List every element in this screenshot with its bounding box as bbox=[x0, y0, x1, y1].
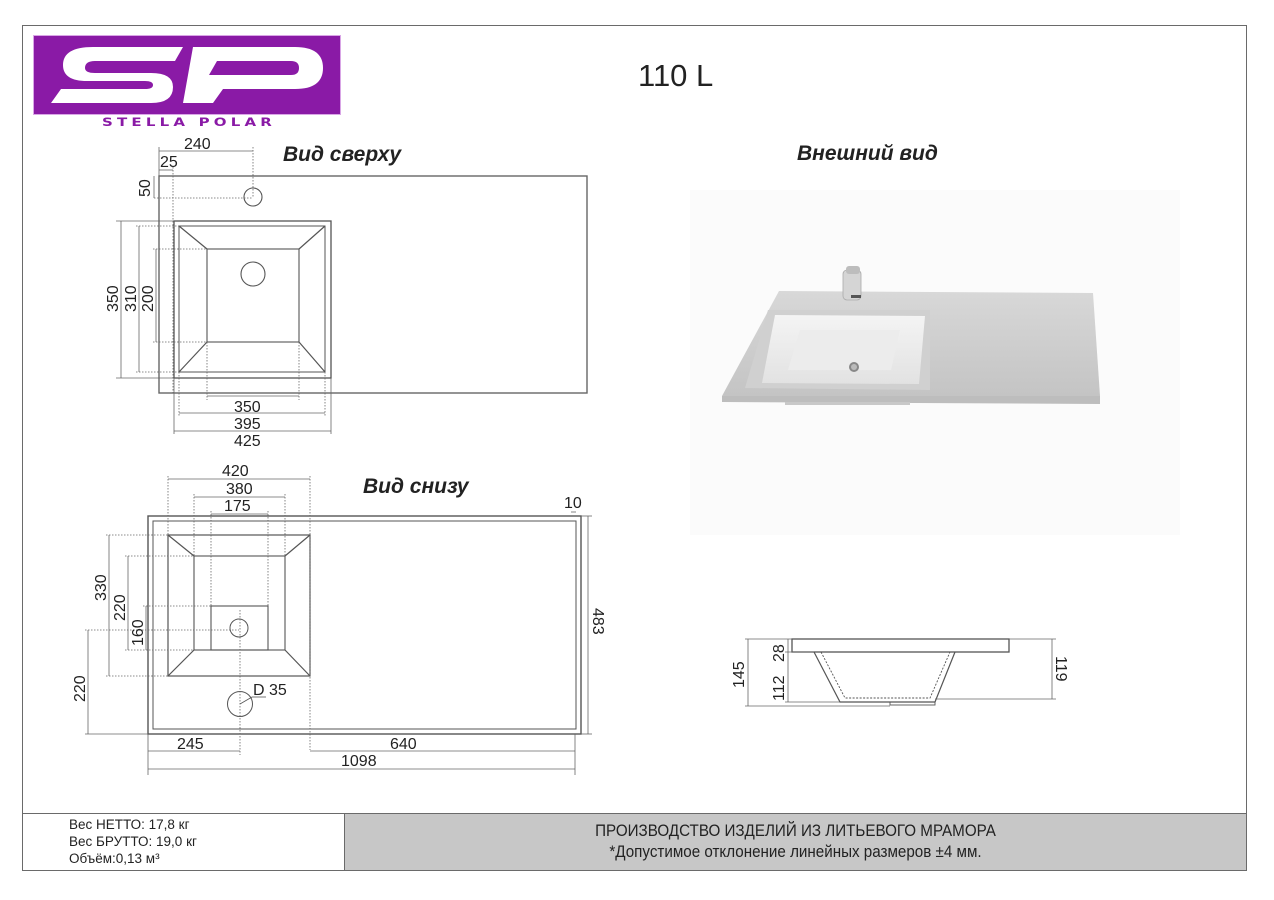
banner-headline: ПРОИЗВОДСТВО ИЗДЕЛИЙ ИЗ ЛИТЬЕВОГО МРАМОР… bbox=[595, 822, 996, 840]
dim-hole-diameter: D 35 bbox=[253, 682, 287, 699]
dim-outer-width: 425 bbox=[234, 433, 261, 450]
stella-polar-logo: STELLA POLAR bbox=[33, 35, 341, 132]
dim-top-thickness: 28 bbox=[771, 644, 788, 662]
sink-photo bbox=[690, 190, 1180, 535]
dim-edge-offset: 25 bbox=[160, 154, 178, 171]
dim-total-depth: 483 bbox=[589, 608, 606, 635]
dim-bowl-height: 112 bbox=[771, 675, 788, 701]
dim-outer-width: 420 bbox=[222, 463, 249, 480]
dim-bottom-depth: 200 bbox=[140, 285, 157, 312]
sp-logo-icon bbox=[51, 47, 323, 103]
dim-inner-depth: 220 bbox=[112, 594, 129, 621]
top-view-title: Вид сверху bbox=[283, 143, 401, 166]
bottom-view-title: Вид снизу bbox=[363, 475, 469, 498]
dim-edge: 10 bbox=[564, 495, 582, 512]
dim-tap-hole-x: 240 bbox=[184, 136, 211, 153]
spec-gross-weight: Вес БРУТТО: 19,0 кг bbox=[69, 834, 197, 849]
dim-outer-depth: 350 bbox=[105, 285, 122, 312]
dim-total-length: 1098 bbox=[341, 753, 377, 770]
spec-volume: Объём:0,13 м³ bbox=[69, 851, 160, 866]
dim-drain-box-width: 175 bbox=[224, 498, 251, 515]
exterior-view-title: Внешний вид bbox=[797, 142, 938, 165]
dim-bowl-width: 395 bbox=[234, 416, 261, 433]
dim-tap-hole-y: 50 bbox=[137, 179, 154, 197]
dim-hole-x: 245 bbox=[177, 736, 204, 753]
banner-note: *Допустимое отклонение линейных размеров… bbox=[609, 843, 982, 861]
manufacturer-banner: ПРОИЗВОДСТВО ИЗДЕЛИЙ ИЗ ЛИТЬЕВОГО МРАМОР… bbox=[345, 813, 1246, 870]
brand-name: STELLA POLAR bbox=[101, 115, 277, 130]
dim-inner-height: 119 bbox=[1052, 656, 1069, 682]
dim-outer-depth: 330 bbox=[93, 574, 110, 601]
model-number: 110 L bbox=[638, 58, 714, 93]
dim-hole-y: 220 bbox=[72, 675, 89, 702]
sink-render-icon bbox=[722, 266, 1100, 405]
dim-total-height: 145 bbox=[731, 661, 748, 688]
dim-bowl-depth: 310 bbox=[123, 285, 140, 312]
spec-net-weight: Вес НЕТТО: 17,8 кг bbox=[69, 817, 190, 832]
dim-right-part: 640 bbox=[390, 736, 417, 753]
dim-inner-width: 380 bbox=[226, 481, 253, 498]
specs-panel: Вес НЕТТО: 17,8 кг Вес БРУТТО: 19,0 кг О… bbox=[23, 813, 345, 870]
dim-drain-box-depth: 160 bbox=[130, 619, 147, 646]
dim-bottom-width: 350 bbox=[234, 399, 261, 416]
